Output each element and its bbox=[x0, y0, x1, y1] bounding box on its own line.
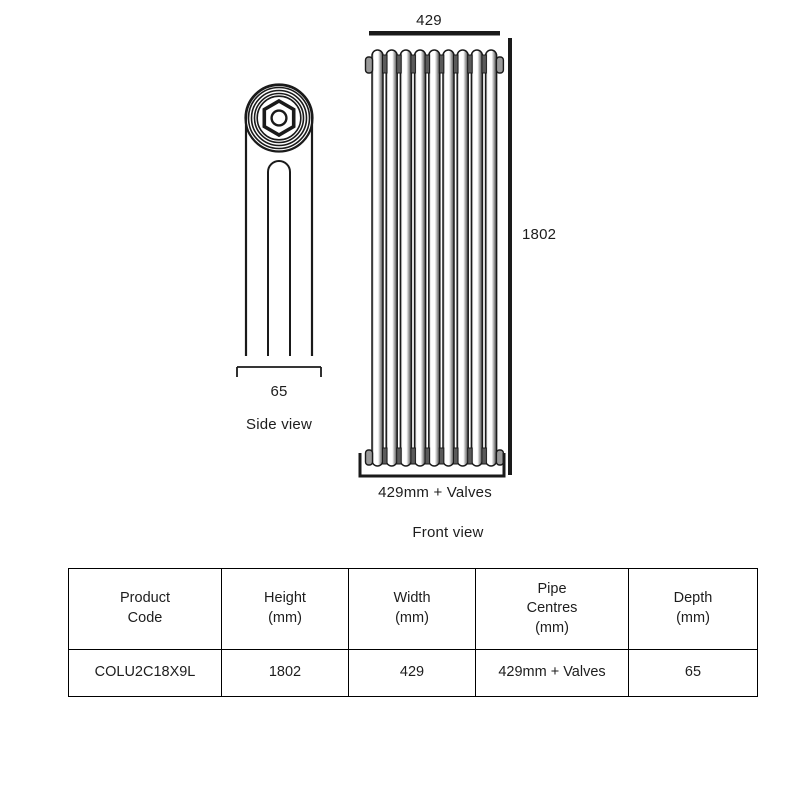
width-dimension-label: 429 bbox=[416, 12, 442, 29]
side-view-inner-slot bbox=[267, 160, 291, 356]
cell-pipe-centres: 429mm + Valves bbox=[475, 649, 629, 697]
cell-depth: 65 bbox=[628, 649, 758, 697]
header-line: (mm) bbox=[676, 610, 710, 626]
header-line: (mm) bbox=[268, 610, 302, 626]
depth-dimension-label: 65 bbox=[270, 383, 288, 400]
header-line: Height bbox=[264, 590, 306, 607]
height-dimension-line bbox=[508, 38, 512, 475]
top-left-end-cap bbox=[364, 56, 374, 74]
side-view-vent-hole bbox=[270, 109, 288, 127]
depth-dimension-bracket bbox=[236, 366, 322, 377]
radiator-column bbox=[428, 49, 441, 467]
spec-table-container: Product Code Height (mm) Width (mm) Pipe… bbox=[68, 568, 758, 697]
front-view-title: Front view bbox=[412, 524, 484, 541]
header-cell-depth: Depth (mm) bbox=[628, 568, 758, 650]
cell-product-code: COLU2C18X9L bbox=[68, 649, 222, 697]
header-line: (mm) bbox=[535, 619, 569, 636]
table-row: COLU2C18X9L 1802 429 429mm + Valves 65 bbox=[68, 649, 758, 697]
header-line: Width bbox=[393, 590, 431, 607]
header-line: Product bbox=[120, 590, 170, 607]
header-line: Depth bbox=[673, 590, 713, 607]
side-view-group bbox=[236, 83, 322, 377]
cell-height: 1802 bbox=[221, 649, 349, 697]
radiator-column bbox=[442, 49, 455, 467]
cell-width: 429 bbox=[348, 649, 476, 697]
radiator-drawing bbox=[236, 31, 512, 478]
top-manifold bbox=[364, 54, 505, 74]
header-cell-height: Height (mm) bbox=[221, 568, 349, 650]
header-line: Pipe bbox=[537, 580, 567, 597]
radiator-column bbox=[371, 49, 384, 467]
top-right-end-cap bbox=[495, 56, 505, 74]
specification-table: Product Code Height (mm) Width (mm) Pipe… bbox=[68, 568, 758, 697]
radiator-column bbox=[413, 49, 427, 467]
front-view-group bbox=[358, 31, 512, 478]
side-view-vent-rings bbox=[244, 83, 314, 153]
header-line: Code bbox=[127, 610, 163, 626]
header-cell-product-code: Product Code bbox=[68, 568, 222, 650]
width-dimension-bar bbox=[369, 31, 500, 36]
radiator-columns bbox=[371, 49, 498, 467]
header-line: Centres bbox=[526, 600, 578, 617]
pipe-centres-dimension-bracket bbox=[358, 453, 506, 478]
bottom-left-end-cap bbox=[364, 449, 374, 466]
header-cell-pipe-centres: Pipe Centres (mm) bbox=[475, 568, 629, 650]
height-dimension-label: 1802 bbox=[522, 226, 557, 243]
header-cell-width: Width (mm) bbox=[348, 568, 476, 650]
radiator-column bbox=[399, 49, 413, 467]
radiator-column bbox=[470, 49, 484, 467]
bottom-right-valve-boss bbox=[495, 449, 505, 466]
radiator-column bbox=[456, 49, 469, 467]
header-line: (mm) bbox=[395, 610, 429, 626]
pipe-centres-dimension-label: 429mm + Valves bbox=[378, 484, 492, 501]
side-view-title: Side view bbox=[246, 416, 312, 433]
radiator-column bbox=[385, 49, 398, 467]
radiator-column bbox=[484, 49, 498, 467]
table-header-row: Product Code Height (mm) Width (mm) Pipe… bbox=[68, 568, 758, 650]
bottom-manifold bbox=[364, 447, 505, 466]
